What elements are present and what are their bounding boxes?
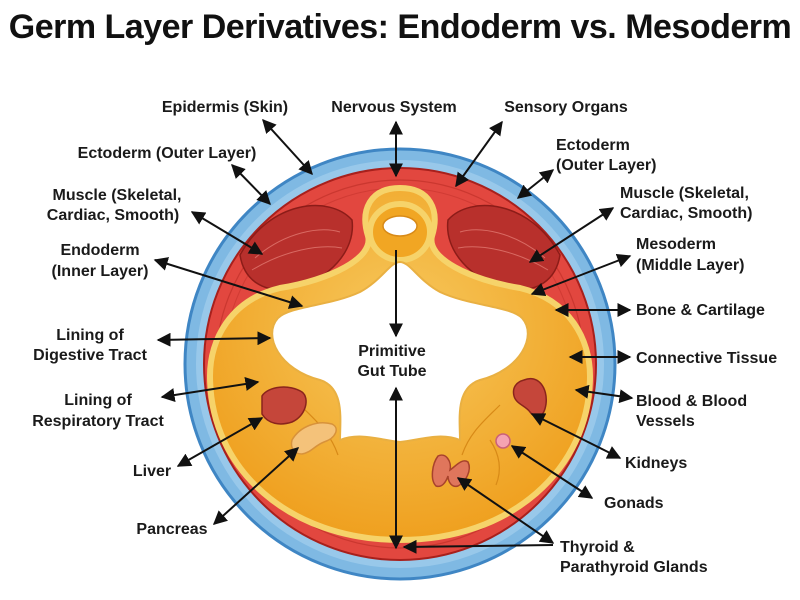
label-epidermis: Epidermis (Skin) [162,99,288,116]
label-connective-tissue: Connective Tissue [636,350,777,367]
label-gut-tube-1: Primitive [358,343,426,360]
label-nervous-system: Nervous System [331,99,456,116]
label-thyroid-2: Parathyroid Glands [560,559,708,576]
label-liver: Liver [133,463,171,480]
label-pancreas: Pancreas [136,521,207,538]
label-respiratory-1: Lining of [64,392,132,409]
label-digestive-2: Digestive Tract [33,347,148,364]
label-bone-cartilage: Bone & Cartilage [636,302,765,319]
label-muscle-right-1: Muscle (Skeletal, [620,185,749,202]
label-muscle-right-2: Cardiac, Smooth) [620,205,752,222]
label-gonads: Gonads [604,495,664,512]
label-thyroid-1: Thyroid & [560,539,635,556]
gonad-icon [495,433,511,449]
label-blood-2: Vessels [636,413,695,430]
label-ectoderm-right-2: (Outer Layer) [556,157,656,174]
label-ectoderm-right-1: Ectoderm [556,137,630,154]
label-gut-tube-2: Gut Tube [357,363,426,380]
label-ectoderm-left: Ectoderm (Outer Layer) [78,145,257,162]
label-digestive-1: Lining of [56,327,124,344]
pointer-arrows [153,118,634,554]
label-endoderm-2: (Inner Layer) [52,263,149,280]
page-title: Germ Layer Derivatives: Endoderm vs. Mes… [8,8,792,46]
label-muscle-left-1: Muscle (Skeletal, [53,187,182,204]
liver-icon [261,386,307,425]
label-endoderm-1: Endoderm [60,242,139,259]
label-sensory-organs: Sensory Organs [504,99,628,116]
kidney-icon [512,377,547,418]
label-mesoderm-2: (Middle Layer) [636,257,744,274]
label-muscle-left-2: Cardiac, Smooth) [47,207,179,224]
label-mesoderm-1: Mesoderm [636,236,716,253]
label-blood-1: Blood & Blood [636,393,747,410]
label-kidneys: Kidneys [625,455,687,472]
label-respiratory-2: Respiratory Tract [32,413,164,430]
